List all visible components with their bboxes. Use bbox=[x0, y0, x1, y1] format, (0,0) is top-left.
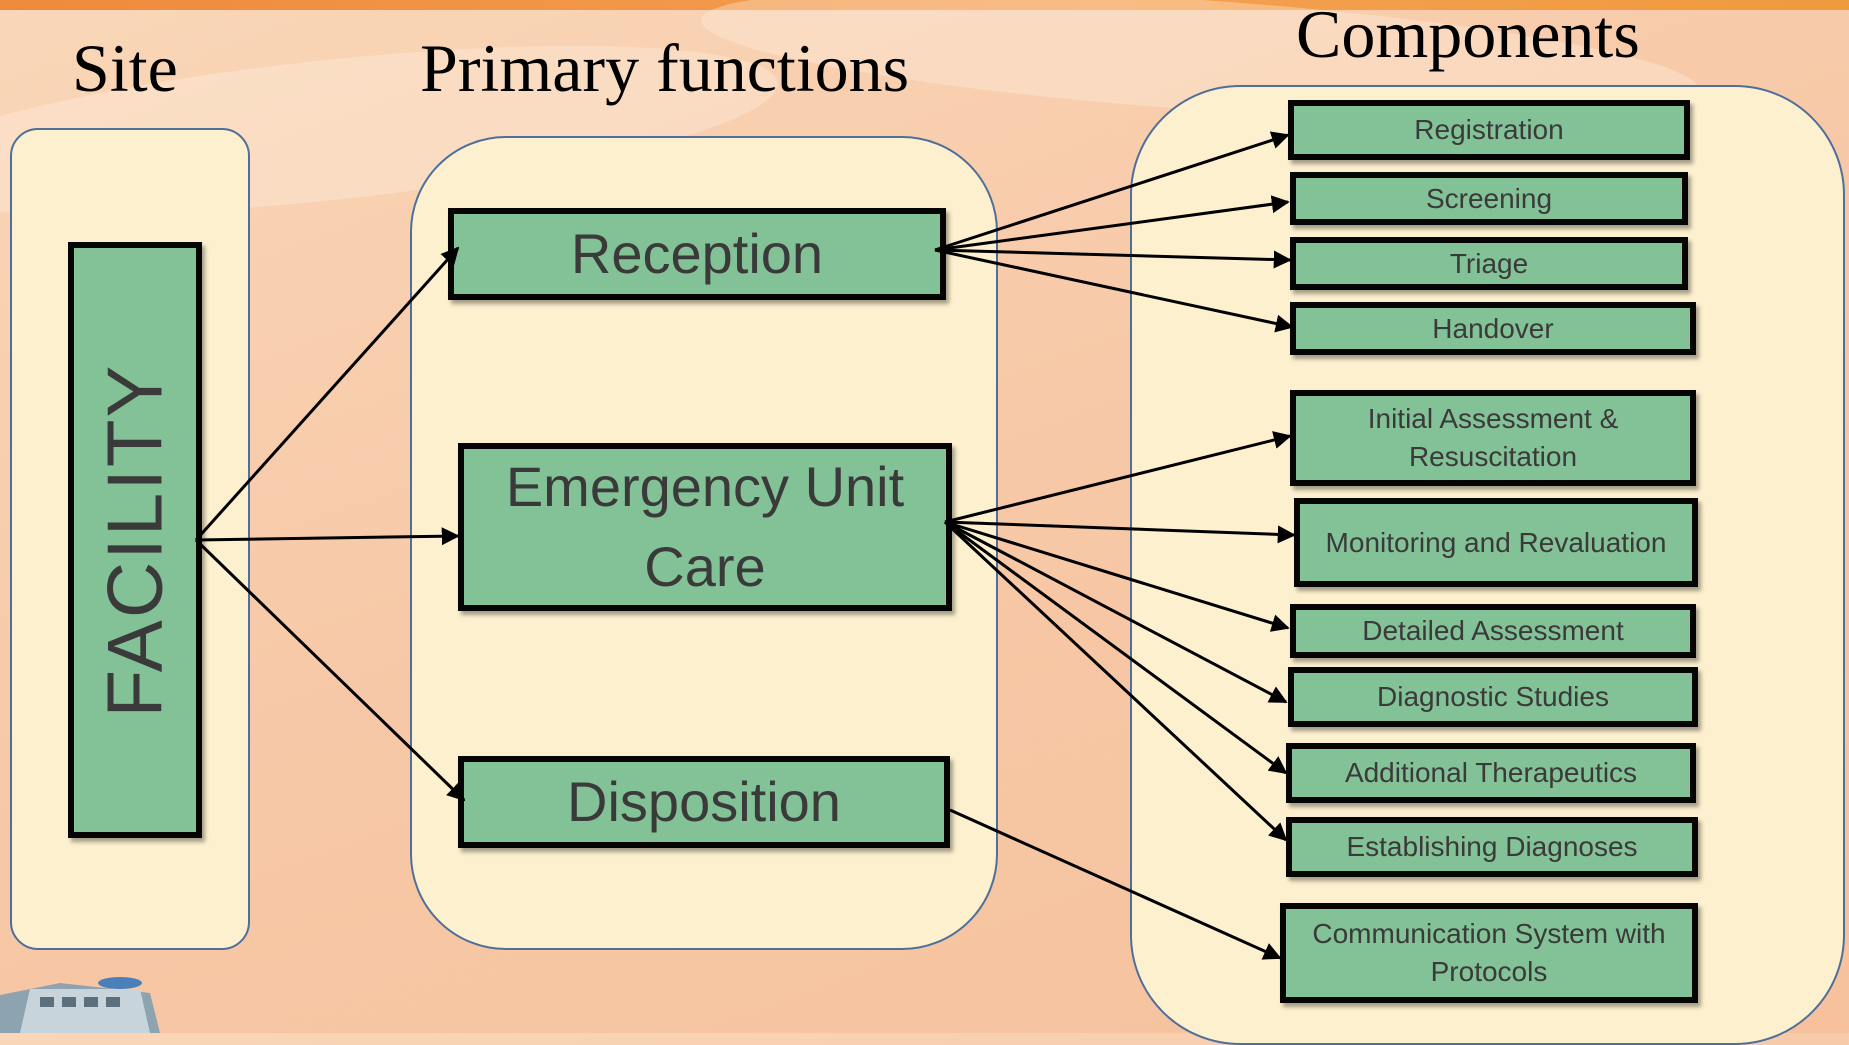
handover-box: Handover bbox=[1290, 302, 1696, 355]
disposition-label: Disposition bbox=[567, 770, 841, 834]
arrow-facility-emergency bbox=[195, 527, 460, 546]
communication-line1: Communication System with bbox=[1312, 918, 1666, 950]
reception-box: Reception bbox=[448, 208, 946, 300]
arrow-emergency-detailed bbox=[944, 520, 1290, 632]
communication-line2: Protocols bbox=[1430, 956, 1548, 987]
top-band bbox=[0, 0, 1849, 10]
initial-assessment-box: Initial Assessment & Resuscitation bbox=[1290, 390, 1696, 486]
reception-label: Reception bbox=[570, 222, 824, 286]
heading-components: Components bbox=[1296, 0, 1640, 72]
facility-box: FACILITY bbox=[68, 242, 202, 838]
monitoring-box: Monitoring and Revaluation bbox=[1294, 498, 1698, 587]
triage-label: Triage bbox=[1449, 247, 1529, 279]
screening-label: Screening bbox=[1425, 182, 1553, 214]
arrow-emergency-therapeutics bbox=[944, 520, 1288, 775]
arrow-emergency-diagnoses bbox=[943, 520, 1288, 842]
additional-therapeutics-label: Additional Therapeutics bbox=[1344, 757, 1638, 789]
initial-assessment-line1: Initial Assessment & bbox=[1367, 403, 1619, 435]
registration-label: Registration bbox=[1414, 114, 1564, 146]
diagnostic-studies-label: Diagnostic Studies bbox=[1377, 681, 1609, 713]
establishing-diagnoses-box: Establishing Diagnoses bbox=[1286, 817, 1698, 877]
emergency-label-line1: Emergency Unit bbox=[505, 455, 905, 519]
communication-system-box: Communication System with Protocols bbox=[1280, 903, 1698, 1003]
detailed-assessment-label: Detailed Assessment bbox=[1362, 615, 1624, 647]
monitoring-label: Monitoring and Revaluation bbox=[1325, 526, 1667, 558]
initial-assessment-label: Initial Assessment & Resuscitation bbox=[1368, 400, 1619, 476]
registration-box: Registration bbox=[1288, 100, 1690, 160]
arrow-emergency-diagnostic bbox=[944, 520, 1288, 704]
heading-site: Site bbox=[72, 30, 178, 106]
arrow-disposition-communication bbox=[949, 808, 1282, 960]
handover-label: Handover bbox=[1432, 312, 1554, 344]
screening-box: Screening bbox=[1290, 172, 1688, 225]
arrow-reception-registration bbox=[934, 131, 1290, 252]
building-logo bbox=[0, 977, 160, 1033]
triage-box: Triage bbox=[1290, 237, 1688, 290]
arrow-reception-handover bbox=[934, 248, 1294, 333]
heading-primary-functions: Primary functions bbox=[420, 30, 910, 106]
emergency-unit-care-box: Emergency Unit Care bbox=[458, 443, 952, 611]
arrow-reception-screening bbox=[934, 195, 1290, 252]
arrow-emergency-initial bbox=[944, 431, 1292, 524]
diagnostic-studies-box: Diagnostic Studies bbox=[1288, 667, 1698, 727]
emergency-unit-care-label: Emergency Unit Care bbox=[506, 447, 904, 606]
communication-system-label: Communication System with Protocols bbox=[1312, 915, 1665, 991]
detailed-assessment-box: Detailed Assessment bbox=[1290, 604, 1696, 658]
arrow-facility-reception bbox=[194, 246, 460, 542]
disposition-box: Disposition bbox=[458, 756, 950, 848]
establishing-diagnoses-label: Establishing Diagnoses bbox=[1346, 831, 1638, 863]
arrow-emergency-monitoring bbox=[944, 520, 1296, 544]
arrow-reception-triage bbox=[934, 248, 1292, 269]
emergency-label-line2: Care bbox=[644, 535, 766, 598]
initial-assessment-line2: Resuscitation bbox=[1408, 441, 1578, 472]
additional-therapeutics-box: Additional Therapeutics bbox=[1286, 743, 1696, 803]
arrow-facility-disposition bbox=[194, 538, 466, 802]
